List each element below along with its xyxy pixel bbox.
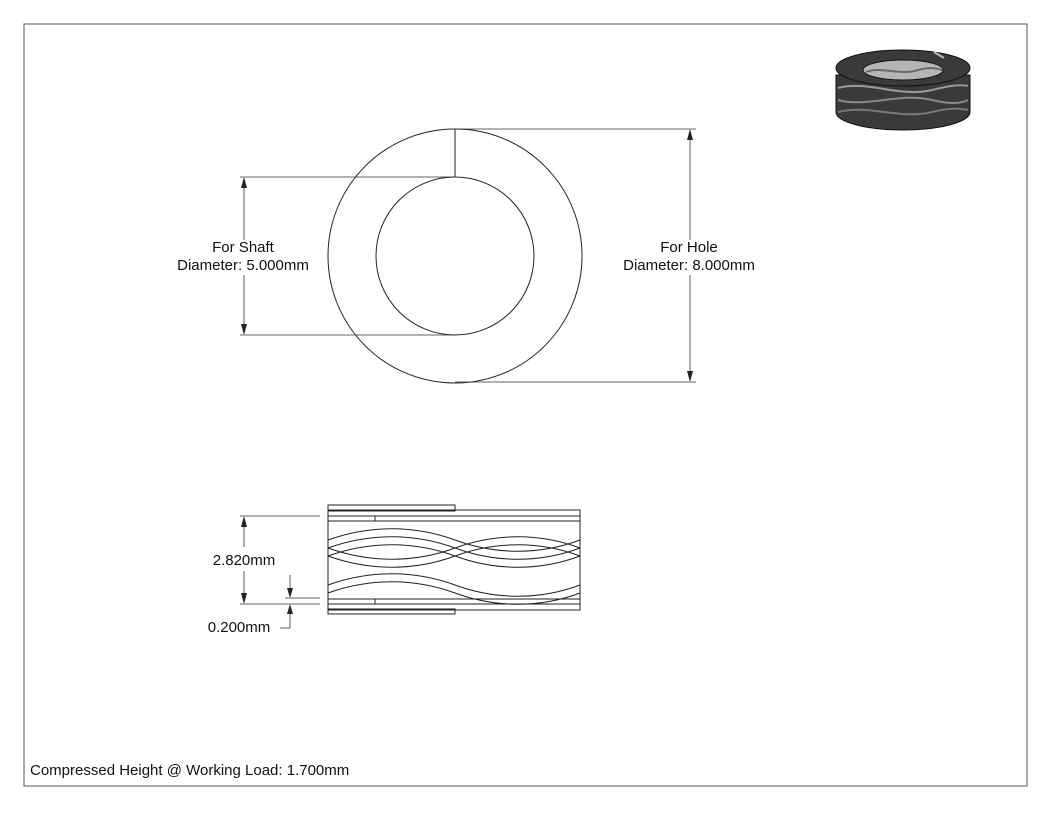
bottom-flat-turn — [327, 598, 581, 605]
arrow-head-down — [687, 371, 693, 382]
arrow-head-up — [241, 177, 247, 188]
arrow-head-down — [241, 593, 247, 604]
isometric-view — [835, 49, 971, 131]
thickness-label: 0.200mm — [208, 619, 271, 636]
hole-diameter-dimension: For Hole Diameter: 8.000mm — [455, 128, 755, 383]
wave-turn-3-upper — [327, 573, 581, 597]
iso-split-gap — [933, 51, 945, 59]
bottom-shim-flat — [327, 603, 581, 611]
shaft-label-line2: Diameter: 5.000mm — [177, 257, 309, 274]
arrow-head-down — [241, 324, 247, 335]
arrow-head-up — [241, 516, 247, 527]
arrow-head-up — [687, 129, 693, 140]
bottom-shim-outer — [327, 608, 456, 615]
hole-label-line2: Diameter: 8.000mm — [623, 257, 755, 274]
top-shim-outer — [327, 504, 456, 512]
sheet-border — [23, 23, 1028, 787]
free-height-dimension: 2.820mm — [213, 515, 320, 605]
arrow-head-up — [287, 604, 293, 614]
shaft-label-line1: For Shaft — [212, 239, 275, 256]
iso-wave-2 — [837, 96, 969, 104]
iso-wave-1 — [837, 84, 969, 94]
iso-wave-3 — [837, 107, 969, 116]
wave-turn-1-upper — [327, 528, 581, 552]
arrow-head-down — [287, 588, 293, 598]
top-flat-turn — [327, 515, 581, 522]
iso-bore — [862, 59, 944, 81]
thickness-dimension: 0.200mm — [208, 575, 320, 636]
free-height-label: 2.820mm — [213, 552, 276, 569]
iso-inner-wave — [865, 67, 943, 73]
inner-ring-edge — [375, 176, 535, 336]
wave-turn-2-upper — [327, 536, 581, 560]
shaft-diameter-dimension: For Shaft Diameter: 5.000mm — [177, 176, 455, 336]
hole-label-line1: For Hole — [660, 239, 718, 256]
side-view — [327, 504, 581, 615]
top-view — [327, 128, 583, 384]
compressed-height-note: Compressed Height @ Working Load: 1.700m… — [30, 762, 349, 779]
wave-turn-3-lower — [327, 581, 581, 605]
wave-turn-4-upper — [327, 544, 581, 568]
